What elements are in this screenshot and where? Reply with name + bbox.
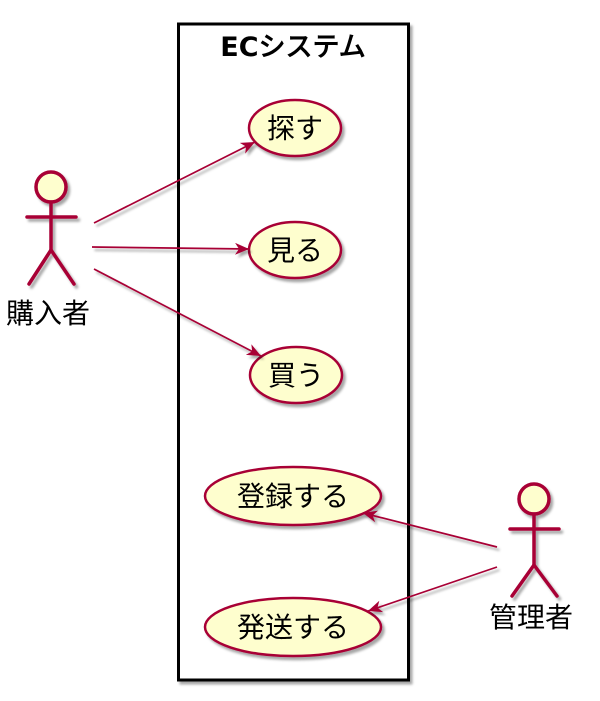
- actor-buyer-label: 購入者: [6, 297, 90, 330]
- usecase-search-label: 探す: [267, 112, 323, 145]
- usecase-view: 見る: [247, 220, 343, 280]
- usecase-register: 登録する: [203, 465, 383, 527]
- usecase-ship: 発送する: [203, 596, 383, 658]
- usecase-buy-ellipse: [248, 345, 344, 405]
- actor-buyer-head: [34, 170, 68, 204]
- usecase-ship-ellipse: [203, 596, 383, 658]
- usecase-register-label: 登録する: [237, 480, 349, 513]
- actor-admin-head: [517, 482, 551, 516]
- actor-buyer-legs: [27, 248, 76, 286]
- system-title: ECシステム: [220, 32, 365, 63]
- usecase-search: 探す: [247, 98, 343, 158]
- actor-admin: 管理者: [489, 482, 573, 634]
- usecase-buy: 買う: [248, 345, 344, 405]
- usecase-buy-label: 買う: [268, 359, 324, 392]
- usecase-view-label: 見る: [267, 234, 323, 267]
- association-buyer-search: [93, 141, 256, 224]
- association-admin-ship: [367, 566, 498, 613]
- actor-admin-legs: [510, 563, 559, 598]
- usecase-register-ellipse: [203, 465, 383, 527]
- association-buyer-view: [91, 242, 250, 255]
- usecase-search-ellipse: [247, 98, 343, 158]
- actor-buyer-figure-icon: [25, 170, 78, 286]
- usecase-ship-label: 発送する: [237, 611, 349, 644]
- actor-admin-label: 管理者: [489, 601, 573, 634]
- usecase-view-ellipse: [247, 220, 343, 280]
- actor-admin-figure-icon: [508, 482, 561, 598]
- association-admin-register: [362, 510, 498, 548]
- actor-buyer: 購入者: [6, 170, 90, 330]
- association-buyer-buy: [93, 268, 262, 357]
